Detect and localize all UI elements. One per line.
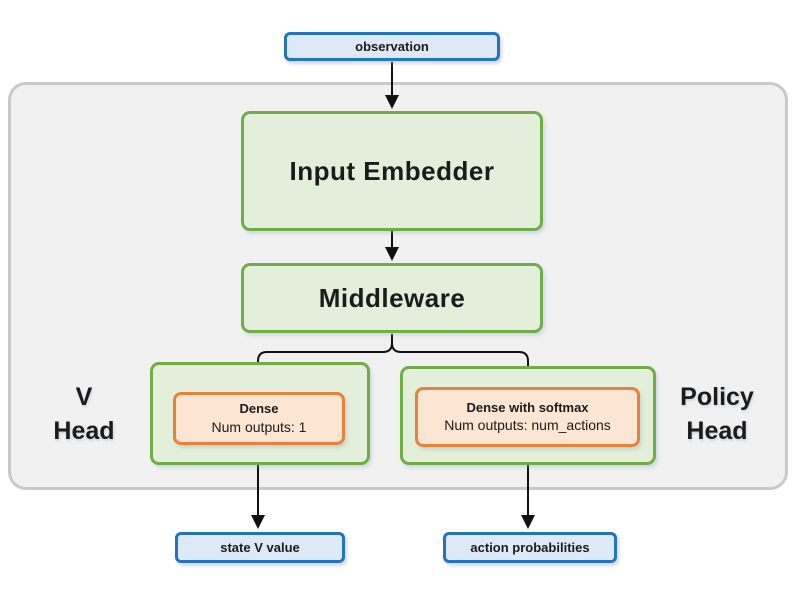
observation-label: observation — [355, 39, 429, 54]
v-head-label-line2: Head — [53, 416, 115, 445]
policy-head-label-line2: Head — [686, 416, 748, 445]
policy-dense-node: Dense with softmax Num outputs: num_acti… — [415, 387, 640, 447]
middleware-label: Middleware — [318, 282, 466, 313]
v-dense-title: Dense — [239, 401, 279, 417]
middleware-node: Middleware — [241, 263, 543, 333]
action-probabilities-node: action probabilities — [443, 532, 617, 563]
observation-node: observation — [284, 32, 500, 61]
v-dense-subtitle: Num outputs: 1 — [211, 418, 307, 435]
policy-dense-title: Dense with softmax — [466, 399, 589, 415]
v-head-label: V Head — [34, 381, 134, 449]
action-probabilities-label: action probabilities — [470, 540, 590, 555]
policy-head-label-line1: Policy — [680, 383, 754, 411]
policy-dense-subtitle: Num outputs: num_actions — [444, 417, 611, 434]
input-embedder-label: Input Embedder — [289, 155, 495, 186]
state-v-value-node: state V value — [175, 532, 345, 563]
v-dense-node: Dense Num outputs: 1 — [173, 392, 345, 445]
state-v-value-label: state V value — [220, 540, 300, 555]
input-embedder-node: Input Embedder — [241, 111, 543, 231]
v-head-label-line1: V — [75, 383, 93, 411]
policy-head-label: Policy Head — [666, 381, 768, 449]
